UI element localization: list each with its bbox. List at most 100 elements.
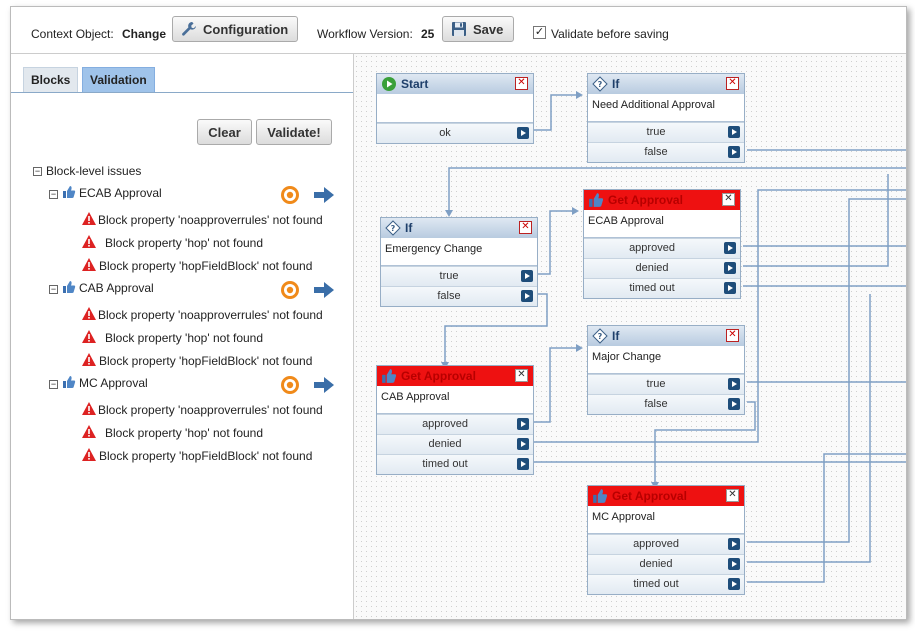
output-port-icon[interactable]: [517, 458, 529, 470]
tree-group-label-mc[interactable]: MC Approval: [79, 376, 148, 390]
svg-text:?: ?: [391, 224, 396, 233]
save-button[interactable]: Save: [442, 16, 514, 42]
output-false[interactable]: false: [381, 286, 537, 306]
clear-button[interactable]: Clear: [197, 119, 252, 145]
output-port-icon[interactable]: [728, 538, 740, 550]
output-false[interactable]: false: [588, 142, 744, 162]
warning-icon: [82, 235, 96, 248]
validate-button[interactable]: Validate!: [256, 119, 332, 145]
output-port-icon[interactable]: [728, 126, 740, 138]
panel-tabs: Blocks Validation: [11, 54, 353, 93]
block-body: Need Additional Approval: [588, 94, 744, 122]
wire: [654, 401, 756, 482]
wire: [533, 347, 576, 423]
close-icon[interactable]: ✕: [519, 221, 532, 234]
output-port-icon[interactable]: [724, 262, 736, 274]
question-diamond-icon: ?: [385, 220, 401, 236]
close-icon[interactable]: ✕: [515, 77, 528, 90]
tab-blocks[interactable]: Blocks: [23, 67, 79, 92]
output-port-icon[interactable]: [517, 127, 529, 139]
wire-arrowhead: [572, 207, 579, 215]
collapse-toggle-mc[interactable]: −: [49, 379, 58, 389]
output-denied[interactable]: denied: [584, 258, 740, 278]
output-port-icon[interactable]: [724, 282, 736, 294]
tree-group-label-ecab[interactable]: ECAB Approval: [79, 186, 162, 200]
tree-group-label-cab[interactable]: CAB Approval: [79, 281, 154, 295]
wire: [747, 294, 871, 563]
if-emergency-change-block[interactable]: ? If ✕ Emergency Change true false: [380, 217, 538, 307]
output-ok[interactable]: ok: [377, 123, 533, 143]
output-label: false: [644, 398, 668, 410]
cab-approval-block[interactable]: Get Approval ✕ CAB Approval approved den…: [376, 365, 534, 475]
output-port-icon[interactable]: [724, 242, 736, 254]
locate-target-icon[interactable]: [280, 185, 300, 205]
output-timed-out[interactable]: timed out: [584, 278, 740, 298]
block-body: Emergency Change: [381, 238, 537, 266]
collapse-toggle-cab[interactable]: −: [49, 284, 58, 294]
issue-text: Block property 'noapproverrules' not fou…: [98, 403, 323, 417]
context-object-label: Context Object:: [31, 27, 114, 41]
go-to-block-arrow-icon[interactable]: [314, 282, 334, 298]
issue-text: Block property 'hop' not found: [105, 426, 264, 440]
output-label: denied: [428, 438, 462, 450]
warning-icon: [82, 307, 96, 320]
if-need-additional-approval-block[interactable]: ? If ✕ Need Additional Approval true fal…: [587, 73, 745, 163]
issue-text: Block property 'noapproverrules' not fou…: [98, 308, 323, 322]
output-denied[interactable]: denied: [588, 554, 744, 574]
block-title: Get Approval: [612, 489, 687, 503]
validate-before-saving-checkbox[interactable]: ✓: [533, 26, 546, 39]
issue-text: Block property 'hopFieldBlock' not found: [99, 354, 313, 368]
close-icon[interactable]: ✕: [726, 77, 739, 90]
output-port-icon[interactable]: [728, 398, 740, 410]
output-true[interactable]: true: [381, 266, 537, 286]
close-icon[interactable]: ✕: [726, 329, 739, 342]
close-icon[interactable]: ✕: [515, 369, 528, 382]
go-to-block-arrow-icon[interactable]: [314, 377, 334, 393]
output-port-icon[interactable]: [728, 146, 740, 158]
locate-target-icon[interactable]: [280, 280, 300, 300]
thumbs-up-icon: [63, 186, 76, 198]
output-timed-out[interactable]: timed out: [377, 454, 533, 474]
workflow-canvas[interactable]: Start ✕ ok ? If ✕ Need Additional Approv…: [354, 54, 906, 619]
block-body: CAB Approval: [377, 386, 533, 414]
output-port-icon[interactable]: [517, 418, 529, 430]
collapse-toggle-ecab[interactable]: −: [49, 189, 58, 199]
ecab-approval-block[interactable]: Get Approval ✕ ECAB Approval approved de…: [583, 189, 741, 299]
output-port-icon[interactable]: [728, 378, 740, 390]
output-true[interactable]: true: [588, 374, 744, 394]
output-port-icon[interactable]: [517, 438, 529, 450]
if-major-change-block[interactable]: ? If ✕ Major Change true false: [587, 325, 745, 415]
output-port-icon[interactable]: [728, 578, 740, 590]
output-false[interactable]: false: [588, 394, 744, 414]
output-approved[interactable]: approved: [377, 414, 533, 434]
output-port-icon[interactable]: [521, 290, 533, 302]
wrench-icon: [182, 22, 196, 36]
save-label: Save: [473, 22, 504, 37]
block-body: ECAB Approval: [584, 210, 740, 238]
question-diamond-icon: ?: [592, 328, 608, 344]
mc-approval-block[interactable]: Get Approval ✕ MC Approval approved deni…: [587, 485, 745, 595]
locate-target-icon[interactable]: [280, 375, 300, 395]
warning-icon: [82, 425, 96, 438]
output-true[interactable]: true: [588, 122, 744, 142]
wire: [537, 210, 572, 275]
output-label: approved: [629, 242, 675, 254]
collapse-toggle-root[interactable]: −: [33, 166, 42, 176]
output-port-icon[interactable]: [521, 270, 533, 282]
go-to-block-arrow-icon[interactable]: [314, 187, 334, 203]
start-block[interactable]: Start ✕ ok: [376, 73, 534, 144]
close-icon[interactable]: ✕: [726, 489, 739, 502]
output-denied[interactable]: denied: [377, 434, 533, 454]
play-icon: [382, 77, 396, 91]
output-port-icon[interactable]: [728, 558, 740, 570]
wire-arrowhead: [576, 91, 583, 99]
wire: [448, 167, 906, 210]
output-approved[interactable]: approved: [588, 534, 744, 554]
configuration-button[interactable]: Configuration: [172, 16, 298, 42]
thumbs-up-icon: [593, 489, 608, 503]
output-approved[interactable]: approved: [584, 238, 740, 258]
issue-text: Block property 'hopFieldBlock' not found: [99, 449, 313, 463]
output-timed-out[interactable]: timed out: [588, 574, 744, 594]
tab-validation[interactable]: Validation: [82, 67, 155, 92]
close-icon[interactable]: ✕: [722, 193, 735, 206]
